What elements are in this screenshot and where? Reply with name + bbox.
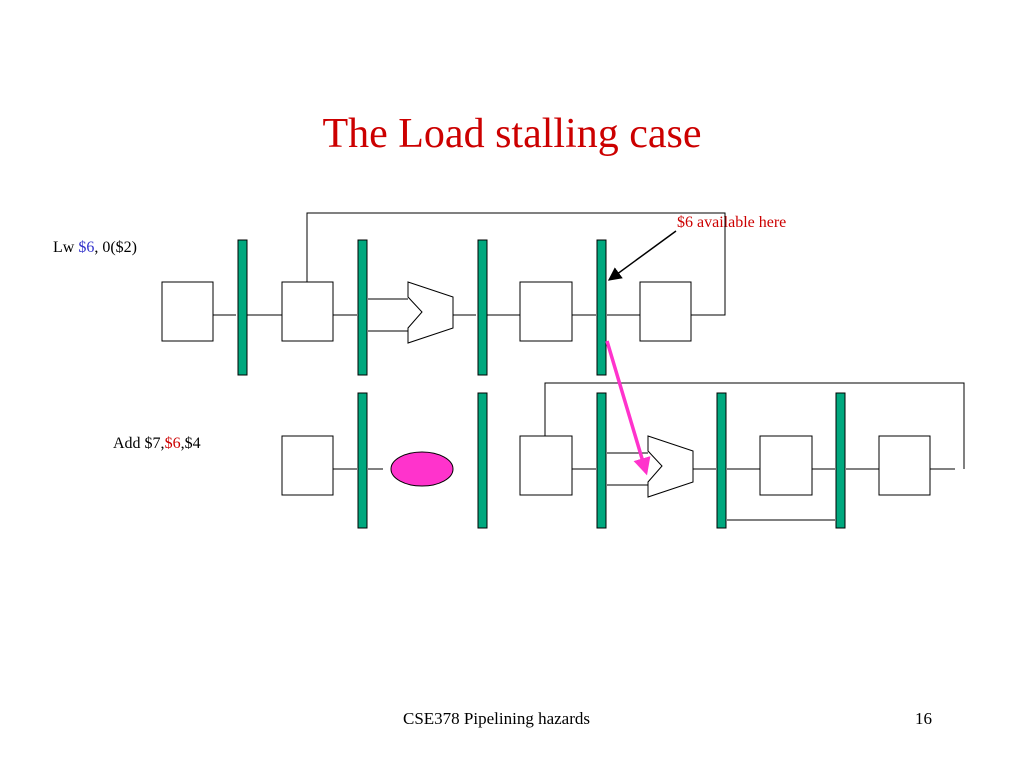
lw-operands: , 0($2) (94, 239, 137, 256)
forwarding-arrow (605, 340, 651, 476)
data-memory-box (519, 281, 573, 342)
pointer-arrow (607, 230, 677, 281)
mem-wb-latch (596, 239, 607, 376)
availability-annotation: $6 available here (677, 214, 787, 231)
page-number: 16 (915, 709, 932, 728)
register-write-box (878, 435, 931, 496)
ex-mem-latch (477, 239, 488, 376)
slide-title: The Load stalling case (322, 111, 702, 157)
add-source-register: $6 (164, 435, 181, 452)
writeback-path (544, 382, 965, 469)
if-id-latch (357, 392, 368, 529)
writeback-path (306, 212, 726, 316)
stall-bubble (390, 451, 454, 487)
add-instruction-label: Add $7,$6,$4 (113, 434, 201, 454)
lw-dest-register: $6 (78, 239, 95, 256)
add-operands: ,$4 (180, 435, 201, 452)
instruction-memory-box (161, 281, 214, 342)
if-id-latch (237, 239, 248, 376)
lw-opcode: Lw (53, 239, 79, 256)
mem-wb-latch (716, 392, 727, 529)
register-file-box (281, 281, 334, 342)
alu-shape (407, 281, 454, 344)
lw-instruction-label: Lw $6, 0($2) (53, 238, 137, 258)
register-file-box (519, 435, 573, 496)
ex-mem-latch (596, 392, 607, 529)
data-memory-box (759, 435, 813, 496)
alu-shape (647, 435, 694, 498)
instruction-memory-box (281, 435, 334, 496)
wb-latch (835, 392, 846, 529)
id-ex-latch (357, 239, 368, 376)
id-ex-latch (477, 392, 488, 529)
register-write-box (639, 281, 692, 342)
add-pipeline (281, 382, 965, 529)
lw-pipeline (161, 212, 726, 376)
add-opcode: Add $7, (113, 435, 165, 452)
footer-course: CSE378 Pipelining hazards (403, 709, 590, 728)
